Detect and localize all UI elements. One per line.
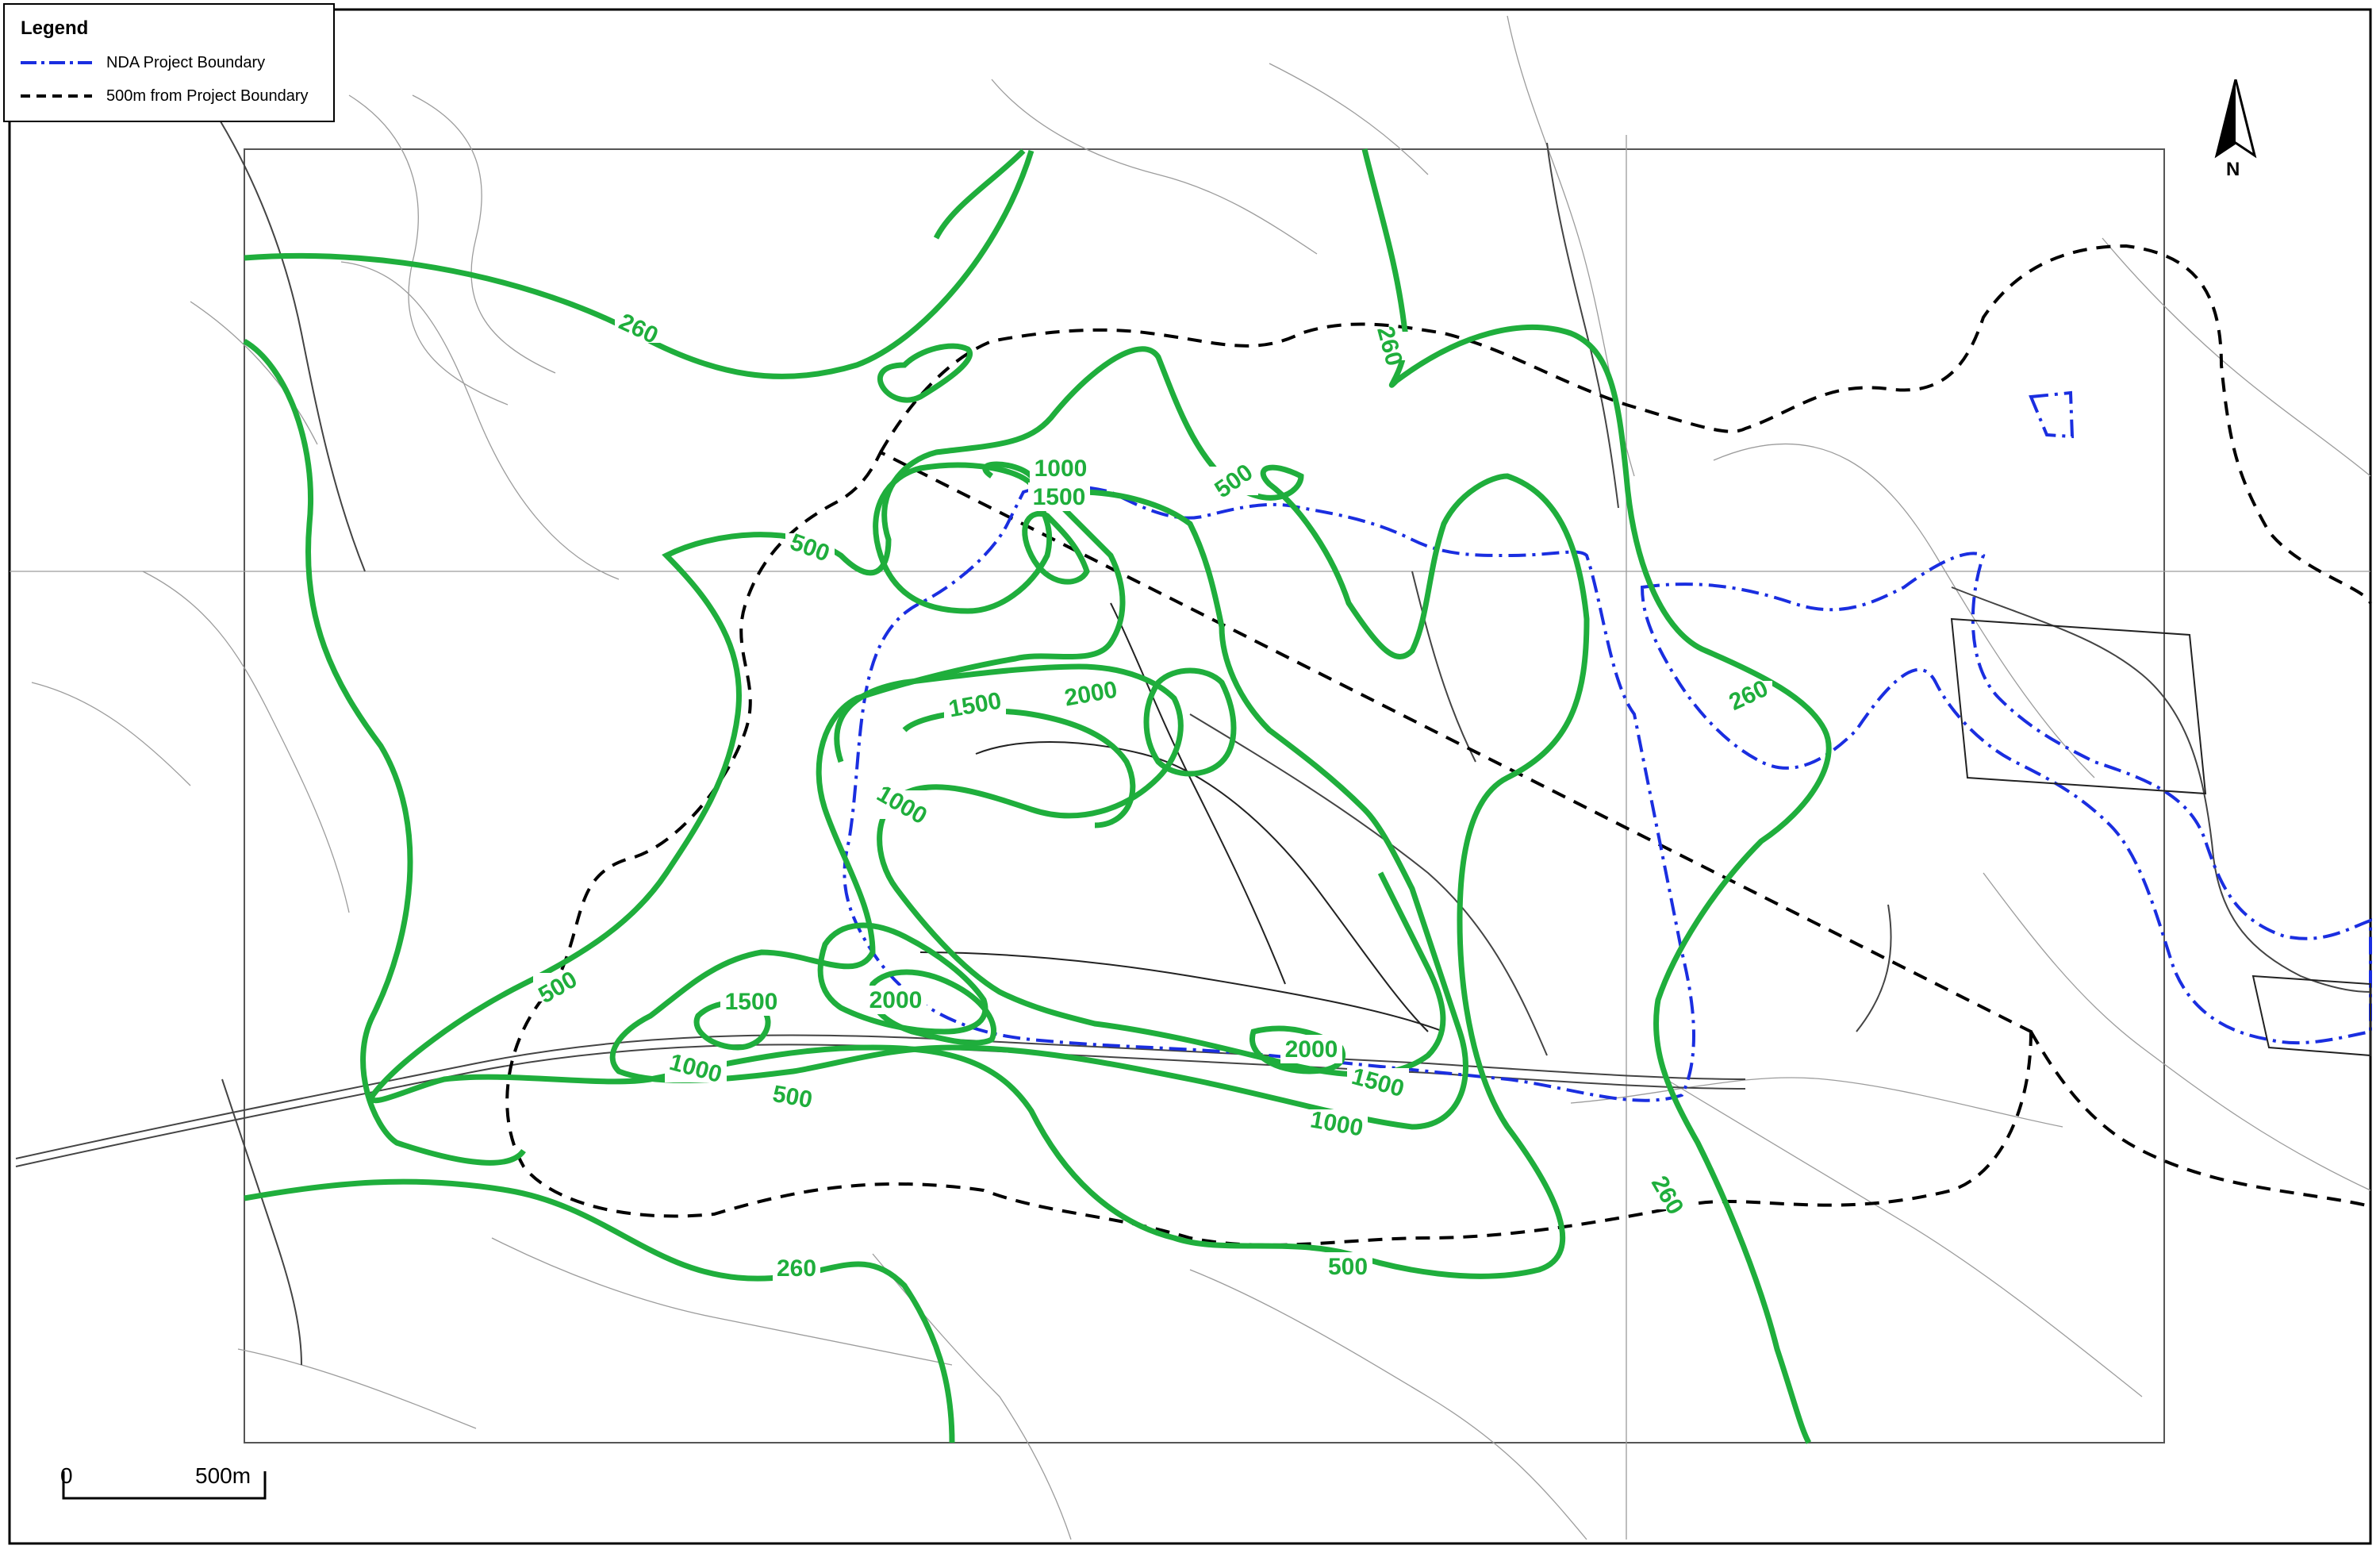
contour-2000-c xyxy=(868,969,997,1046)
legend-title: Legend xyxy=(21,17,89,39)
development-area xyxy=(919,602,2371,1057)
contour-label: 2000 xyxy=(869,987,923,1013)
contour-label: 1000 xyxy=(1035,456,1088,482)
contour-1000-b xyxy=(609,461,1468,1130)
north-arrow-icon xyxy=(2214,79,2257,159)
contour-2000-d xyxy=(1249,1025,1345,1074)
contour-1500-a xyxy=(834,663,1446,1078)
scale-end-label: 500m xyxy=(195,1463,251,1488)
dashed-line-icon xyxy=(21,94,92,98)
contour-label: 1500 xyxy=(725,989,778,1015)
base-map xyxy=(8,8,2372,1545)
contour-label: 500 xyxy=(1328,1254,1368,1280)
dash-dot-line-icon xyxy=(21,61,92,64)
contour-500-a xyxy=(877,343,973,403)
contour-2000-a xyxy=(1022,511,1090,585)
contour-label: 2000 xyxy=(1285,1036,1338,1063)
contour-label: 260 xyxy=(1372,324,1407,369)
contour-260-a xyxy=(244,149,1035,379)
contour-1500-c xyxy=(817,922,988,1035)
contour-260-b xyxy=(243,338,526,1166)
contour-labels: 260 260 260 260 260 500 500 500 500 500 … xyxy=(533,309,1772,1282)
contour-260-e xyxy=(933,148,1026,240)
contour-label: 260 xyxy=(777,1255,816,1282)
contour-500-b xyxy=(369,346,1590,1279)
legend-item-nda-boundary: NDA Project Boundary xyxy=(21,51,265,75)
legend-label: 500m from Project Boundary xyxy=(106,86,309,105)
scale-bar xyxy=(62,1471,267,1500)
contours xyxy=(243,148,1832,1444)
nda-project-boundary xyxy=(843,390,2372,1102)
contour-260-c xyxy=(244,1178,955,1443)
roads xyxy=(15,110,2371,1366)
north-label: N xyxy=(2226,159,2240,180)
legend-label: NDA Project Boundary xyxy=(106,53,266,71)
legend-item-500m-boundary: 500m from Project Boundary xyxy=(21,84,309,108)
contour-label: 1500 xyxy=(1033,484,1086,510)
scale-start-label: 0 xyxy=(60,1463,73,1488)
contour-260-d xyxy=(1361,148,1832,1444)
legend: Legend NDA Project Boundary 500m from Pr… xyxy=(3,3,335,122)
